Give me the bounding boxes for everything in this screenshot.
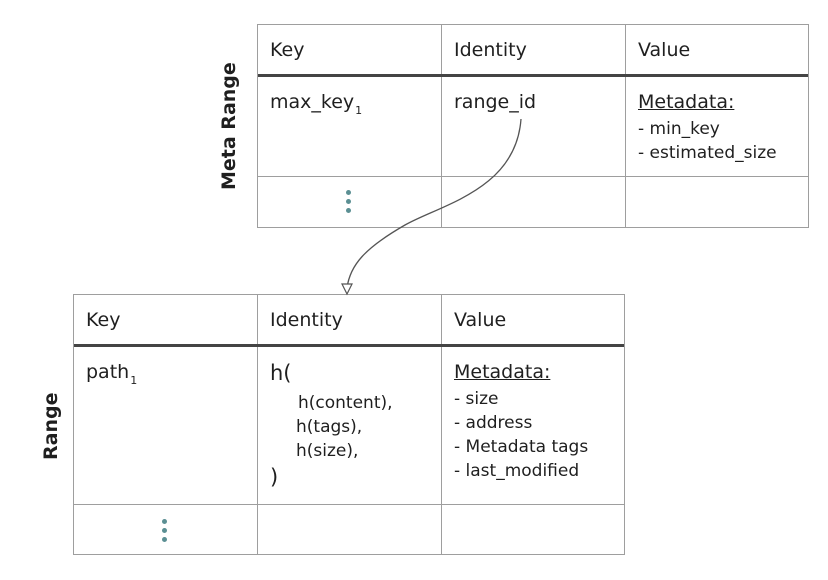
range-value-item: - last_modified xyxy=(454,461,580,481)
range-identity-open: h( xyxy=(270,361,292,385)
meta-range-header-value: Value xyxy=(638,39,691,61)
range-identity-item: h(size), xyxy=(296,441,359,461)
meta-range-header-key: Key xyxy=(270,39,305,61)
meta-range-value-title: Metadata: xyxy=(638,91,735,113)
range-key-text: path xyxy=(86,361,130,383)
meta-range-row-identity: range_id xyxy=(454,91,537,113)
range-value-item: - size xyxy=(454,389,499,409)
meta-range-label: Meta Range xyxy=(218,62,240,190)
meta-range-value-item: - estimated_size xyxy=(638,143,777,163)
range-value-item: - Metadata tags xyxy=(454,437,589,457)
range-header-value: Value xyxy=(454,309,507,331)
meta-range-row-key: max_key1 xyxy=(270,91,362,117)
range-identity-close: ) xyxy=(270,465,279,489)
range-header-identity: Identity xyxy=(270,309,343,331)
range-ellipsis-icon xyxy=(162,519,168,546)
meta-range-ellipsis-icon xyxy=(346,190,352,217)
range-identity-item: h(content), xyxy=(298,393,393,413)
meta-range-header-identity: Identity xyxy=(454,39,527,61)
range-header-key: Key xyxy=(86,309,121,331)
arrow-head-icon xyxy=(341,283,353,296)
range-key-subscript: 1 xyxy=(130,374,138,387)
meta-range-key-subscript: 1 xyxy=(355,104,363,117)
range-identity-item: h(tags), xyxy=(296,417,363,437)
range-table: Key Identity Value path1 h( h(content), … xyxy=(73,294,625,555)
range-row-key: path1 xyxy=(86,361,137,387)
range-value-item: - address xyxy=(454,413,533,433)
meta-range-value-item: - min_key xyxy=(638,119,720,139)
range-value-title: Metadata: xyxy=(454,361,551,383)
range-label: Range xyxy=(40,392,62,460)
meta-range-table: Key Identity Value max_key1 range_id Met… xyxy=(257,24,809,228)
meta-range-key-text: max_key xyxy=(270,91,355,113)
